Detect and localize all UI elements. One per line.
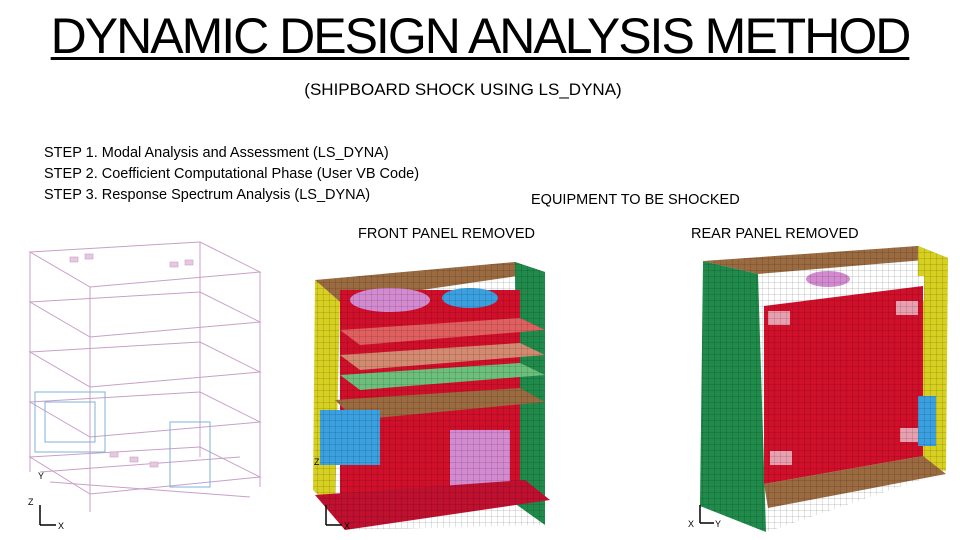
axis-z-label: Z [314, 457, 320, 467]
axis-x-label: X [58, 521, 64, 531]
page-subtitle: (SHIPBOARD SHOCK USING LS_DYNA) [304, 80, 622, 99]
wireframe-model-image [20, 232, 270, 532]
axis-triad-icon: X Y [684, 495, 724, 535]
axis-triad-icon: Z Y X [24, 455, 64, 537]
steps-list: STEP 1. Modal Analysis and Assessment (L… [44, 143, 419, 206]
step-1: STEP 1. Modal Analysis and Assessment (L… [44, 145, 389, 161]
equipment-label: EQUIPMENT TO BE SHOCKED [531, 192, 740, 208]
step-3: STEP 3. Response Spectrum Analysis (LS_D… [44, 187, 371, 203]
step-2: STEP 2. Coefficient Computational Phase … [44, 166, 420, 182]
axis-triad-icon: Z X [314, 455, 354, 537]
page-title: DYNAMIC DESIGN ANALYSIS METHOD [50, 8, 912, 64]
front-panel-caption: FRONT PANEL REMOVED [358, 226, 535, 242]
axis-x-label: X [344, 521, 350, 531]
axis-y-label: Y [38, 471, 44, 481]
rear-panel-removed-model-image [678, 246, 958, 532]
rear-panel-caption: REAR PANEL REMOVED [691, 226, 859, 242]
axis-x-label: X [688, 519, 694, 529]
front-panel-removed-model-image [305, 240, 555, 532]
axis-z-label: Z [28, 497, 34, 507]
axis-y-label: Y [715, 519, 721, 529]
